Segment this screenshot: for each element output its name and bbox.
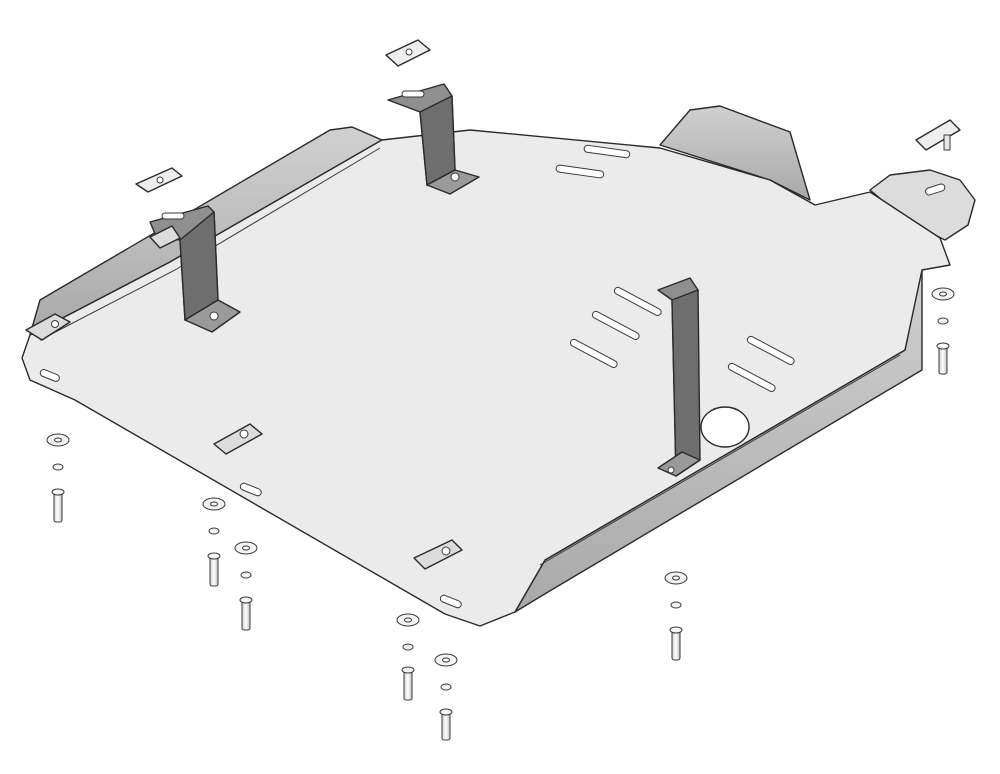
slot: [924, 183, 946, 196]
bolt-set: [46, 433, 70, 523]
slot: [583, 144, 631, 159]
bolt-set: [234, 541, 258, 631]
skid-plate: [21, 105, 976, 627]
clip-plate: [915, 119, 961, 151]
slot: [727, 362, 776, 393]
plate-slots: [39, 144, 946, 609]
slot: [555, 164, 605, 179]
slot: [439, 594, 462, 609]
side-tab: [149, 225, 181, 249]
bolt-set: [664, 571, 688, 661]
slot: [239, 482, 262, 497]
bolt-set: [202, 497, 226, 587]
bolt-set: [931, 287, 955, 375]
slot: [569, 338, 618, 369]
side-tab: [25, 313, 71, 341]
bolt-set: [434, 653, 458, 741]
tall-bracket-rear: [387, 83, 480, 195]
plate-top-surface: [21, 129, 951, 627]
side-tab: [213, 423, 263, 455]
tall-bracket-left: [149, 205, 241, 333]
clip-plate: [385, 39, 431, 67]
plate-bend-line: [39, 147, 901, 566]
slot: [613, 286, 662, 317]
clip-plate: [135, 167, 183, 193]
slot: [746, 335, 795, 366]
slot: [39, 369, 60, 382]
side-tab: [413, 539, 463, 570]
tall-bracket-center: [657, 277, 701, 477]
slot: [591, 310, 640, 341]
access-hole: [700, 406, 750, 448]
bolt-set: [396, 613, 420, 701]
